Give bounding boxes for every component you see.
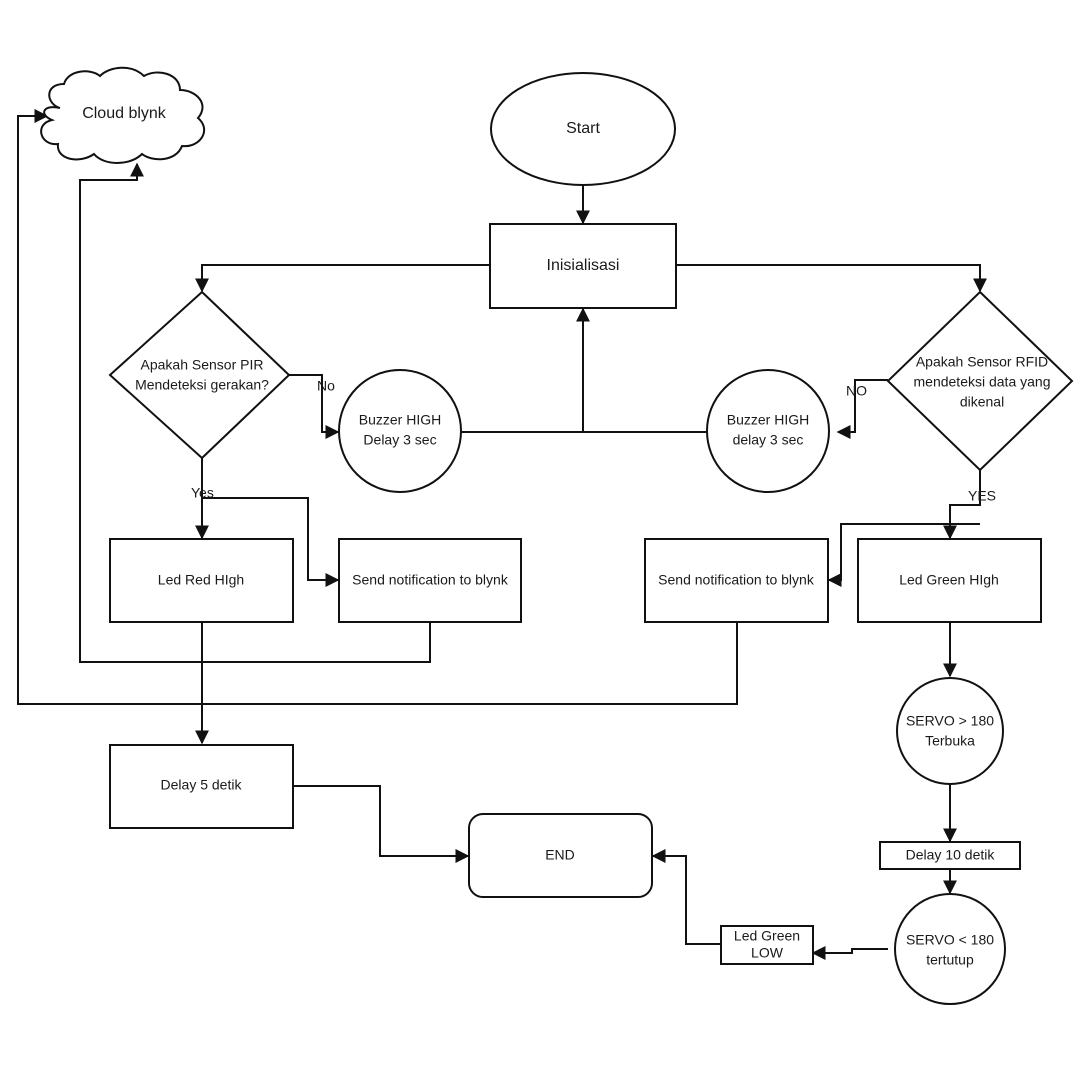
edge-rfid-no-to-buzzer xyxy=(836,379,888,439)
end-box xyxy=(468,813,653,898)
cloud-shape xyxy=(40,66,205,164)
pir-decision: Apakah Sensor PIR Mendeteksi gerakan? xyxy=(108,290,291,460)
notify-right-box xyxy=(644,538,829,623)
end-node: END xyxy=(468,813,653,898)
servo-close-circle xyxy=(894,893,1006,1005)
servo-open-line1: SERVO > 180 xyxy=(906,713,994,729)
pir-diamond xyxy=(108,290,291,460)
start-ellipse xyxy=(490,72,676,186)
notify-left-box xyxy=(338,538,522,623)
led-red-node: Led Red HIgh xyxy=(109,538,294,623)
led-green-low-line1: Led Green xyxy=(734,928,800,944)
edge-init-to-pir xyxy=(195,264,490,293)
led-red-label: Led Red HIgh xyxy=(158,572,244,588)
led-green-node: Led Green HIgh xyxy=(857,538,1042,623)
rfid-label-line3: dikenal xyxy=(960,394,1004,410)
servo-close-line2: tertutup xyxy=(926,952,974,968)
delay10-label: Delay 10 detik xyxy=(906,847,996,863)
buzzer-left-circle xyxy=(338,369,462,493)
rfid-label-line1: Apakah Sensor RFID xyxy=(916,354,1048,370)
edge-servo-close-to-led-low xyxy=(811,946,888,960)
edge-notify-right-to-cloud xyxy=(17,109,738,705)
edge-rfid-yes-to-notify xyxy=(827,523,980,587)
edge-delay5-to-end xyxy=(293,785,470,863)
end-label: END xyxy=(545,847,575,863)
led-red-box xyxy=(109,538,294,623)
servo-open-node: SERVO > 180 Terbuka xyxy=(896,677,1004,785)
buzzer-left-line1: Buzzer HIGH xyxy=(359,412,441,428)
edge-init-to-rfid xyxy=(676,264,987,293)
buzzer-right-circle xyxy=(706,369,830,493)
servo-close-node: SERVO < 180 tertutup xyxy=(894,893,1006,1005)
edge-pir-no-to-buzzer xyxy=(289,374,340,439)
rfid-decision: Apakah Sensor RFID mendeteksi data yang … xyxy=(886,290,1074,472)
edge-pir-yes-to-notify xyxy=(202,497,340,587)
buzzer-left-line2: Delay 3 sec xyxy=(363,432,436,448)
start-label: Start xyxy=(566,120,600,137)
pir-no-label: No xyxy=(317,378,335,394)
buzzer-right: Buzzer HIGH delay 3 sec xyxy=(706,369,830,493)
notify-right-label: Send notification to blynk xyxy=(658,572,815,588)
delay5-node: Delay 5 detik xyxy=(109,744,294,829)
servo-open-circle xyxy=(896,677,1004,785)
delay10-box xyxy=(879,841,1021,870)
rfid-yes-label: YES xyxy=(968,488,996,504)
pir-yes-label: Yes xyxy=(191,485,214,501)
edges xyxy=(17,109,987,960)
edge-labels: No Yes NO YES xyxy=(191,378,996,504)
init-box xyxy=(489,223,677,309)
buzzer-right-line2: delay 3 sec xyxy=(733,432,804,448)
edge-buzzers-to-init xyxy=(461,309,707,433)
notify-left-node: Send notification to blynk xyxy=(338,538,522,623)
cloud-label: Cloud blynk xyxy=(82,105,167,122)
notify-right-node: Send notification to blynk xyxy=(644,538,829,623)
init-node: Inisialisasi xyxy=(489,223,677,309)
servo-close-line1: SERVO < 180 xyxy=(906,932,994,948)
servo-open-line2: Terbuka xyxy=(925,733,975,749)
buzzer-left: Buzzer HIGH Delay 3 sec xyxy=(338,369,462,493)
rfid-label-line2: mendeteksi data yang xyxy=(914,374,1051,390)
edge-led-low-to-end xyxy=(651,849,720,945)
delay5-label: Delay 5 detik xyxy=(161,777,243,793)
led-green-low-box xyxy=(720,925,814,965)
buzzer-right-line1: Buzzer HIGH xyxy=(727,412,809,428)
rfid-no-label: NO xyxy=(846,383,867,399)
led-green-box xyxy=(857,538,1042,623)
pir-label-line2: Mendeteksi gerakan? xyxy=(135,377,269,393)
start-node: Start xyxy=(490,72,676,186)
rfid-diamond xyxy=(886,290,1074,472)
led-green-low-node: Led Green LOW xyxy=(720,925,814,965)
led-green-low-line2: LOW xyxy=(751,945,784,961)
led-green-label: Led Green HIgh xyxy=(899,572,999,588)
pir-label-line1: Apakah Sensor PIR xyxy=(141,357,264,373)
delay5-box xyxy=(109,744,294,829)
cloud-blynk: Cloud blynk xyxy=(40,66,205,164)
delay10-node: Delay 10 detik xyxy=(879,841,1021,870)
edge-rfid-yes-to-led-green xyxy=(943,470,981,540)
edge-notify-left-to-cloud xyxy=(79,162,431,663)
notify-left-label: Send notification to blynk xyxy=(352,572,509,588)
init-label: Inisialisasi xyxy=(547,257,620,274)
